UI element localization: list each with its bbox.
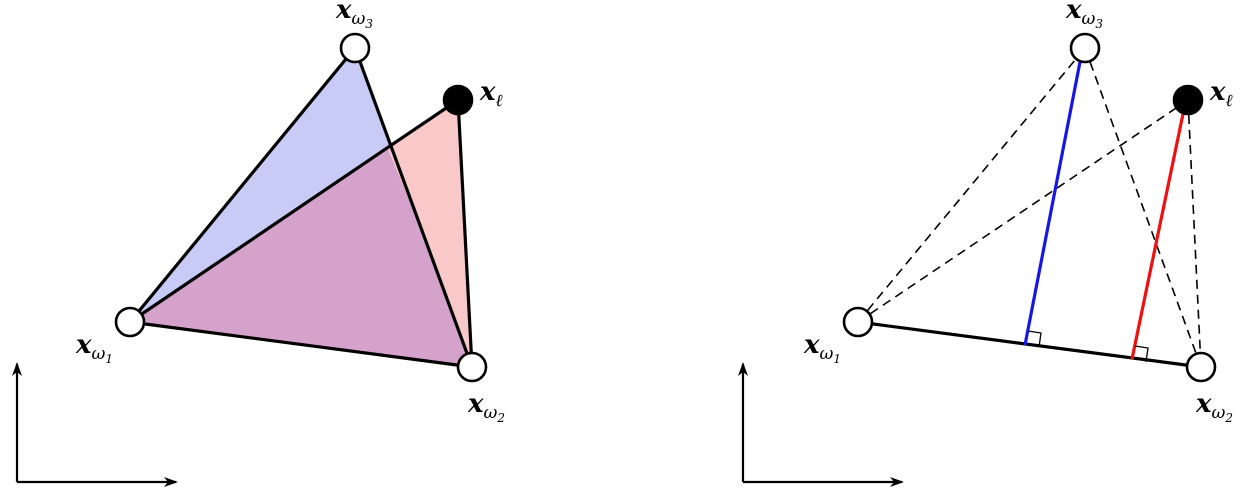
left-edge-w1-w3 [128,46,357,324]
left-label-w3: xω3 [335,0,373,31]
left-edge-w1-l [129,98,459,324]
right-dashed-w3-w2 [1084,47,1202,368]
left-label-w1: xω1 [75,330,113,366]
left-node-w1 [114,306,146,338]
right-dashed-w1-l [857,99,1189,323]
right-label-l: xℓ [1209,77,1233,111]
right-node-w3 [1069,32,1101,64]
right-dashed-w1-w3 [857,47,1086,323]
right-base-edge [857,320,1202,369]
left-panel: xω3 xℓ xω1 xω2 [12,0,505,487]
left-node-l [442,84,474,116]
right-perpendicular-omega3 [1023,61,1082,346]
left-node-w3 [339,32,371,64]
right-label-w1: xω1 [803,330,841,366]
right-dashed-l-w2 [1187,99,1202,368]
left-edge-w1-w2 [129,320,473,369]
right-angle-mark-ell [1134,345,1149,363]
right-node-w1 [842,306,874,338]
left-label-l: xℓ [479,77,503,111]
left-label-w2: xω2 [467,389,505,425]
right-node-l [1172,84,1204,116]
right-panel: xω3 xℓ xω1 xω2 [738,0,1233,487]
left-edge-w3-w2 [353,47,474,368]
left-edge-l-w2 [456,99,474,368]
left-overlap-region [130,149,472,367]
right-label-w3: xω3 [1065,0,1103,31]
right-label-w2: xω2 [1195,389,1233,425]
left-node-w2 [456,351,488,383]
right-perpendicular-ell [1130,113,1185,360]
right-angle-mark-omega3 [1027,330,1042,348]
right-node-w2 [1185,351,1217,383]
